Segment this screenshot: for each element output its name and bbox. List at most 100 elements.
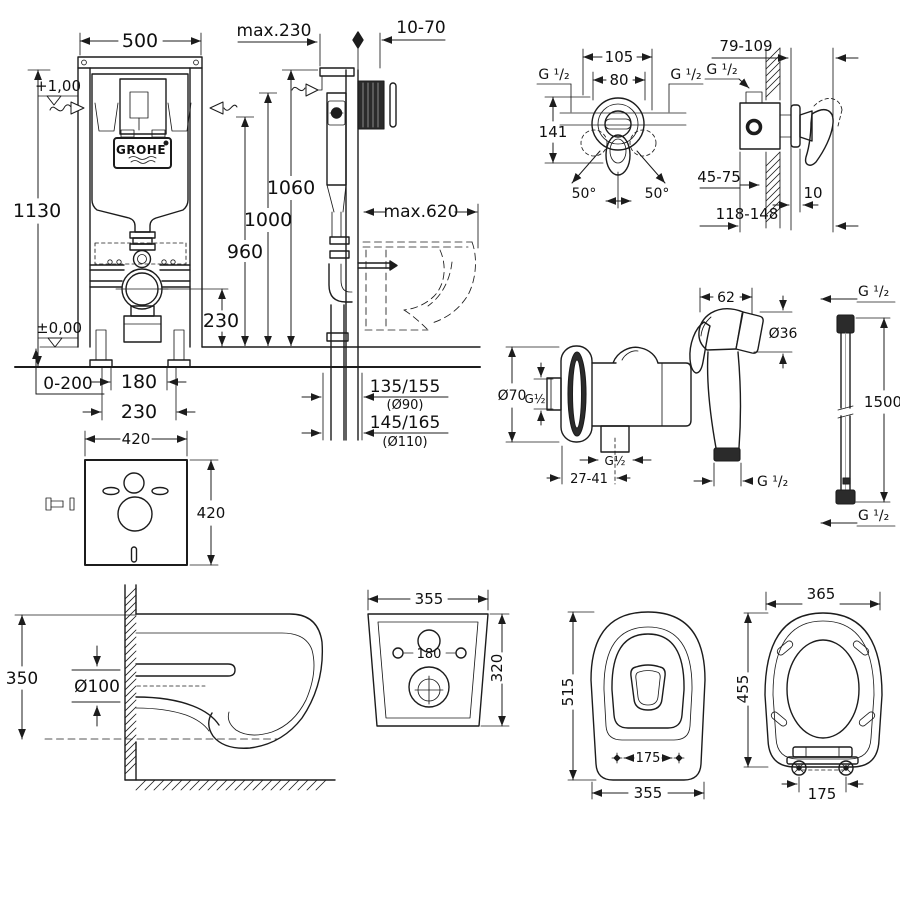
bowl-rear-view: 355 180 320 (367, 589, 510, 727)
hand-shower: 62 Ø36 G ¹/₂ (689, 287, 798, 490)
seat-hinge (786, 746, 859, 776)
sound-insulation-pad: 420 420 (45, 430, 226, 566)
bowl-height-label: 350 (6, 669, 38, 689)
floor-adjust-label: 0-200 (43, 374, 92, 394)
level-mark-zero (37, 337, 79, 348)
seat-bumpers (770, 640, 876, 727)
seat-hinge-spacing-label: 175 (808, 785, 837, 803)
side-frame-structure (317, 67, 398, 441)
dim-bowl-reach (363, 203, 479, 249)
g-half-left-leader (536, 83, 572, 113)
cistern-frame-front-view: 500 1130 +1,00 ±0,00 GROHE (13, 30, 239, 423)
mixer-ports-label: 80 (609, 71, 628, 89)
rear-width-label: 355 (415, 590, 444, 608)
dim-elbow-offset (546, 437, 631, 485)
dim-seat-depth (743, 612, 769, 768)
dim-rear-height (480, 613, 510, 727)
dim-anchor-spacing (91, 367, 187, 391)
frame-depth-label: max.230 (237, 21, 312, 41)
brand-logo: GROHE (113, 137, 172, 169)
seat-depth-label: 455 (734, 675, 752, 704)
seat-plan-view: 365 455 175 (734, 585, 883, 803)
dim-mixer-height (544, 96, 604, 164)
mixer-span-label: 105 (605, 48, 634, 66)
g-half-left-label: G ¹/₂ (538, 67, 569, 83)
foot-spacing-label: 230 (121, 401, 157, 423)
frame-width-label: 500 (122, 30, 158, 52)
shower-mixer-side-view: 79-109 G ¹/₂ 45-75 10 118-148 (697, 37, 859, 233)
frame-feet (89, 329, 191, 368)
spray-head-dia-label: Ø36 (769, 326, 798, 342)
pad-width-label: 420 (122, 430, 151, 448)
seat-width-label: 365 (807, 585, 836, 603)
dim-frame-width (79, 32, 202, 56)
dim-outlet-height (159, 288, 229, 347)
dim-trim-gap (772, 148, 819, 213)
dim-elbow-dia (505, 346, 560, 443)
dim-floor-adjust (32, 348, 105, 395)
dim-rear-width (367, 589, 489, 611)
wall-anchor-arrow-right (209, 101, 238, 115)
outlet-height-label: 230 (203, 310, 239, 332)
dim-1000 (259, 92, 277, 346)
frame-structure (77, 56, 203, 348)
dim-frame-height (27, 69, 51, 367)
angle-leaders (571, 150, 666, 209)
dim-plan-depth (567, 611, 597, 781)
hose-length-label: 1500 (864, 393, 900, 411)
level-plus-label: +1,00 (35, 77, 81, 95)
dim-frame-depth (237, 33, 321, 67)
dim-hose-length (855, 317, 891, 503)
angle-right-label: 50° (645, 186, 670, 202)
dim-spray-head-dia (753, 295, 793, 369)
shower-mixer-front-view: 105 80 G ¹/₂ G ¹/₂ 141 50° 50° (536, 48, 704, 209)
ground-lines (14, 346, 481, 368)
rear-hole-spacing-label: 180 (417, 647, 442, 662)
dim-seat-hinge-spacing (781, 776, 864, 793)
center-marker (352, 31, 364, 71)
pad-height-label: 420 (197, 504, 226, 522)
drain-a-label: 135/155 (370, 377, 441, 397)
dim-spray-width (699, 287, 753, 315)
dim-drain-a (301, 372, 449, 441)
cistern-frame-side-view: max.230 10-70 (14, 18, 481, 450)
angle-left-label: 50° (572, 186, 597, 202)
dim-960-label: 960 (227, 241, 263, 263)
plan-depth-label: 515 (559, 678, 577, 707)
protrusion-label: 79-109 (719, 37, 772, 55)
brand-logo-label: GROHE (116, 143, 166, 157)
dim-960 (236, 116, 254, 346)
dim-plan-seat-holes (611, 752, 685, 764)
mixer-lever (804, 98, 843, 166)
g-half-side-label: G ¹/₂ (706, 62, 737, 78)
dim-1000-label: 1000 (244, 209, 292, 231)
flush-pipe-and-outlet (89, 231, 191, 343)
dim-plate-depth (379, 32, 446, 69)
drain-b-label: 145/165 (370, 413, 441, 433)
dim-plan-width (591, 781, 705, 800)
wall-anchor-arrow-left (49, 101, 85, 115)
dim-seat-width (765, 591, 881, 611)
bowl-reach-label: max.620 (384, 202, 459, 222)
level-zero-label: ±0,00 (36, 319, 82, 337)
floor-hatch (135, 779, 327, 791)
height-dimension-chain: 960 1000 1060 (227, 69, 318, 346)
dim-total-depth (699, 151, 859, 233)
plan-seat-holes-label: 175 (636, 751, 661, 766)
dim-hose-g-top (820, 295, 896, 303)
dim-mixer-ports (592, 71, 646, 101)
bowl-dashed-outline (362, 241, 476, 331)
mixer-height-label: 141 (539, 123, 568, 141)
g-half-side-leader (704, 78, 750, 89)
dim-depth-range (699, 181, 760, 189)
dim-spray-g (693, 462, 753, 487)
elbow-dia-label: Ø70 (498, 388, 527, 404)
trim-gap-label: 10 (803, 184, 822, 202)
frame-height-label: 1130 (13, 200, 61, 222)
dim-pad-height (189, 459, 219, 566)
dim-mixer-span (582, 48, 653, 111)
spray-g-label: G ¹/₂ (757, 474, 788, 490)
total-depth-label: 118-148 (716, 205, 779, 223)
elbow-g-in-label: G½ (525, 392, 546, 406)
